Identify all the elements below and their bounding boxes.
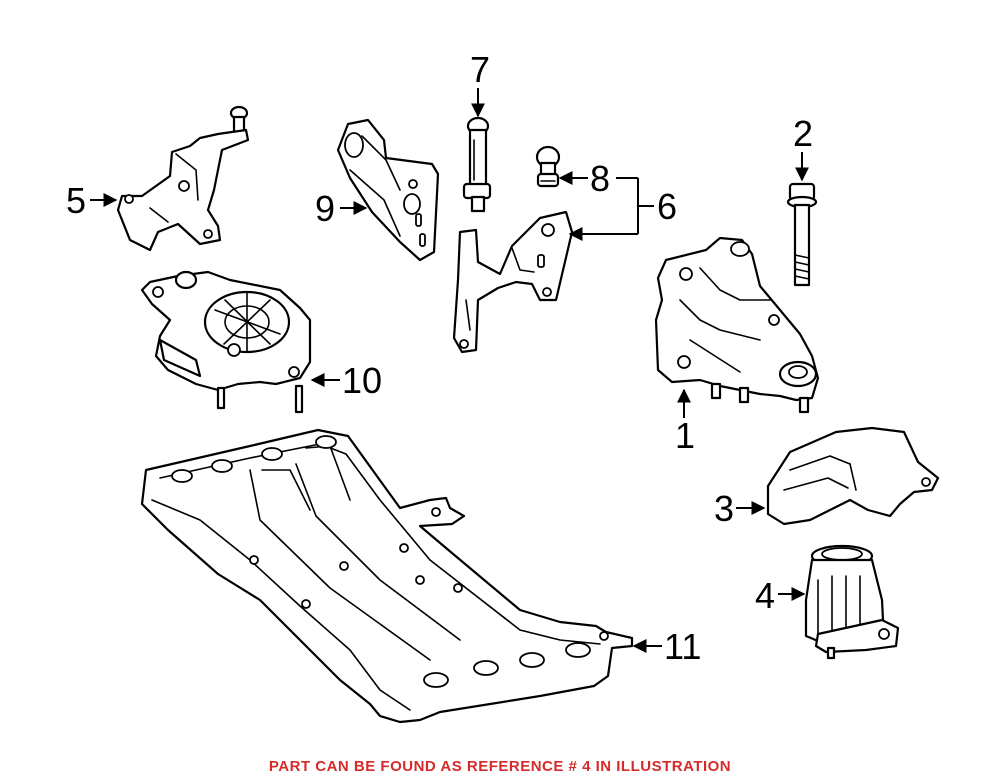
part-1-engine-mount[interactable] — [654, 236, 820, 414]
callout-5: 5 — [66, 180, 86, 221]
callout-10: 10 — [342, 360, 382, 401]
callout-9: 9 — [315, 188, 335, 229]
part-6-bracket[interactable] — [452, 210, 574, 354]
part-5-bracket[interactable] — [116, 105, 250, 252]
callout-1: 1 — [675, 415, 695, 456]
reference-caption: PART CAN BE FOUND AS REFERENCE # 4 IN IL… — [268, 758, 732, 775]
part-10-mount[interactable] — [140, 270, 312, 414]
part-9-bracket[interactable] — [336, 118, 440, 262]
leader-lines — [90, 88, 809, 653]
callout-2: 2 — [793, 113, 813, 154]
callout-3: 3 — [714, 488, 734, 529]
callout-7: 7 — [470, 49, 490, 90]
callout-4: 4 — [755, 575, 775, 616]
part-2-bolt[interactable] — [786, 182, 818, 287]
callout-8: 8 — [590, 158, 610, 199]
part-11-crossmember[interactable] — [140, 428, 634, 724]
callout-11: 11 — [664, 626, 701, 667]
callout-6: 6 — [657, 186, 677, 227]
part-7-bolt[interactable] — [462, 116, 492, 213]
part-4-mount[interactable] — [804, 544, 900, 660]
part-8-stud[interactable] — [535, 145, 561, 188]
part-3-heat-shield[interactable] — [766, 426, 940, 526]
